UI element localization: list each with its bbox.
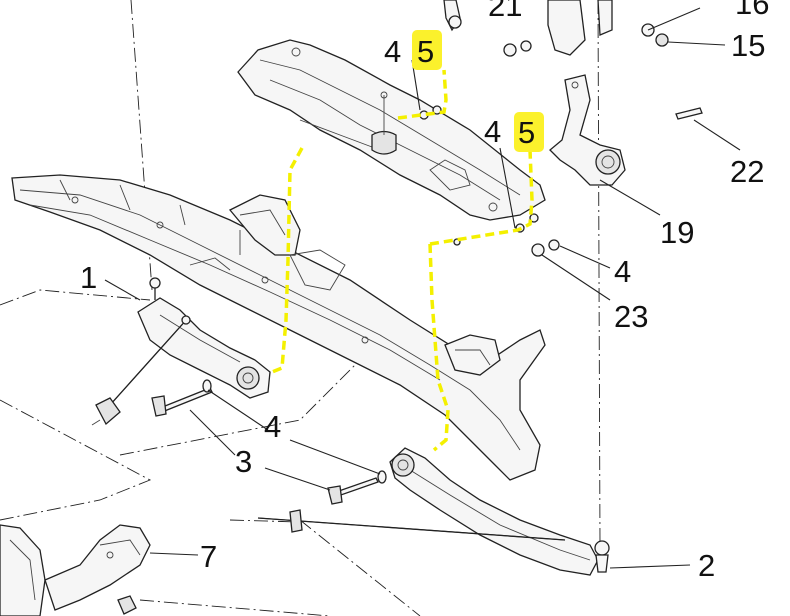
callout-2: 2 [698,548,715,583]
upper-cradle [237,39,546,221]
highlight-box-5a [412,30,442,70]
callout-4-upper-left: 4 [384,34,401,69]
knuckle-19 [549,74,626,186]
callout-21: 21 [488,0,522,23]
callout-19: 19 [660,215,694,250]
callout-4-middle: 4 [484,114,501,149]
main-subframe [11,174,546,481]
callout-highlight-boxes [412,30,544,152]
highlight-box-5b [514,112,544,152]
highlight-paths [271,69,534,452]
callout-22: 22 [730,154,764,189]
callout-23: 23 [614,299,648,334]
callout-4-lower: 4 [264,409,281,444]
right-control-arm [257,447,610,576]
left-control-arm [91,277,271,426]
callout-5-middle: 5 [518,115,535,150]
callout-5-upper-left: 5 [417,34,434,69]
callout-1: 1 [80,260,97,295]
rear-bracket-7 [0,524,151,616]
bolt-3-left [151,379,213,417]
callout-3: 3 [235,444,252,479]
callouts: 16 21 15 4 5 4 5 22 19 4 23 1 4 3 7 2 [80,0,769,583]
small-hardware [419,23,703,257]
callout-15: 15 [731,28,765,63]
callout-7: 7 [200,539,217,574]
callout-4-right: 4 [614,254,631,289]
callout-16: 16 [735,0,769,21]
leader-lines [104,7,741,569]
bolt-3-right [327,470,387,505]
bracket-top [443,0,613,56]
